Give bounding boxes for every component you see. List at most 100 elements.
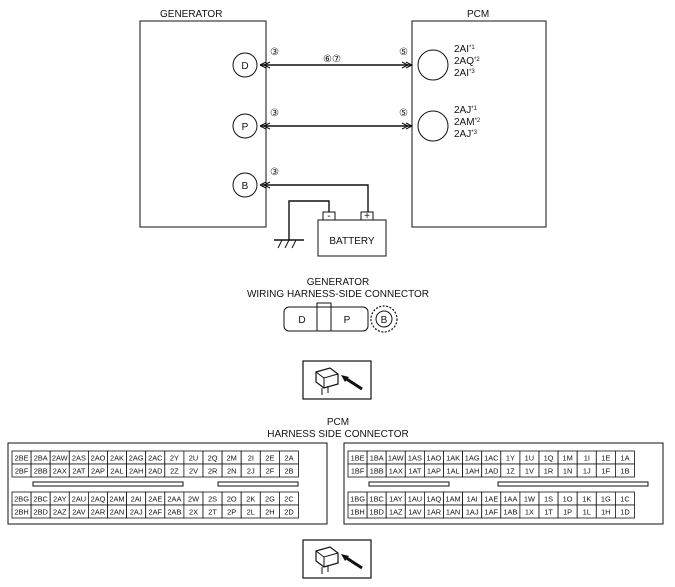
pcm-p-label-3: 2AJ (454, 129, 471, 140)
pin-label: 1D (620, 508, 629, 517)
pin-label: 2AY (53, 495, 66, 504)
pcm-p-note-3: *3 (471, 130, 477, 136)
pin-label: 1AG (465, 454, 480, 463)
pin-label: 1Y (506, 454, 515, 463)
pin-label: 2F (266, 467, 275, 476)
pin-label: 2H (265, 508, 274, 517)
ground-icon (277, 239, 297, 249)
pin-label: 1AC (484, 454, 499, 463)
pin-label: 2U (189, 454, 198, 463)
pin-label: 2AE (148, 495, 162, 504)
wire-battery-ground (288, 200, 330, 240)
pin-label: 2M (227, 454, 237, 463)
svg-text:2AM*2: 2AM*2 (454, 117, 481, 128)
pin-label: 2BA (34, 454, 48, 463)
pcm-p-label-1: 2AJ (454, 105, 471, 116)
pin-label: 2AK (110, 454, 124, 463)
generator-connector-pin-b: B (381, 315, 388, 326)
pin-label: 2E (265, 454, 274, 463)
generator-connector-title-2: WIRING HARNESS-SIDE CONNECTOR (247, 289, 429, 300)
pin-label: 1BB (370, 467, 384, 476)
pin-label: 1S (544, 495, 553, 504)
svg-text:2AI*1: 2AI*1 (454, 44, 475, 55)
connector-view-icon-lower (302, 539, 372, 579)
pin-label: 1AO (427, 454, 442, 463)
pin-label: 2AB (167, 508, 181, 517)
pin-label: 2AN (110, 508, 124, 517)
pin-label: 2AM (109, 495, 124, 504)
pcm-terminal-p (417, 110, 449, 142)
pin-label: 2AG (129, 454, 144, 463)
generator-circuit-d: ③ (270, 47, 279, 58)
pin-label: 2BH (14, 508, 28, 517)
pcm-body (411, 20, 547, 228)
pin-label: 2C (284, 495, 294, 504)
pin-label: 2BC (34, 495, 49, 504)
pin-label: 2AP (91, 467, 105, 476)
pin-label: 2W (188, 495, 199, 504)
pin-label: 1AS (408, 454, 422, 463)
pin-label: 1F (601, 467, 610, 476)
pin-label: 1O (563, 495, 573, 504)
pcm-p-note-2: *2 (475, 118, 481, 124)
pin-label: 2AS (72, 454, 86, 463)
pin-label: 1AY (389, 495, 402, 504)
pcm-circuit-d: ⑤ (399, 47, 408, 58)
generator-terminal-p-label: P (242, 122, 249, 133)
pin-label: 1AX (389, 467, 403, 476)
pin-label: 2AT (72, 467, 85, 476)
pcm-d-terminal-labels: 2AI*1 2AQ*2 2AI*3 (454, 44, 480, 79)
pin-label: 1AV (408, 508, 421, 517)
pin-label: 2P (227, 508, 236, 517)
pcm-d-note-1: *1 (469, 45, 475, 51)
pin-label: 1AI (467, 495, 478, 504)
pin-label: 2B (284, 467, 293, 476)
generator-terminal-d (232, 52, 258, 78)
generator-connector-latch (316, 302, 332, 332)
pin-label: 2Y (170, 454, 179, 463)
pcm-d-label-3: 2AI (454, 68, 469, 79)
pin-label: 1H (601, 508, 610, 517)
battery-minus-sign: - (327, 211, 330, 222)
pin-label: 1AB (503, 508, 517, 517)
pin-label: 2AZ (53, 508, 67, 517)
pin-label: 1AZ (389, 508, 403, 517)
battery-body (317, 219, 387, 257)
pin-label: 1AD (484, 467, 498, 476)
pin-label: 1AQ (427, 495, 442, 504)
pin-label: 1L (583, 508, 591, 517)
pin-label: 1AH (465, 467, 479, 476)
pcm-left-key-2 (217, 481, 299, 487)
wire-d-circuit-label: ⑥⑦ (323, 54, 341, 65)
pin-label: 2AH (129, 467, 143, 476)
pin-label: 2AR (91, 508, 105, 517)
pin-label: 1BG (350, 495, 365, 504)
pin-label: 2BF (15, 467, 29, 476)
pin-label: 1AL (447, 467, 460, 476)
pin-label: 1W (524, 495, 535, 504)
pcm-p-note-1: *1 (471, 106, 477, 112)
pin-label: 2D (284, 508, 293, 517)
generator-body (139, 20, 267, 228)
svg-text:2AJ*1: 2AJ*1 (454, 105, 478, 116)
pcm-d-label-1: 2AI (454, 44, 469, 55)
pin-label: 1A (620, 454, 629, 463)
pcm-title: PCM (467, 9, 489, 20)
pin-cell (278, 463, 299, 478)
generator-connector-pin-d: D (298, 315, 305, 326)
pcm-circuit-p: ⑤ (399, 108, 408, 119)
pin-label: 1R (544, 467, 553, 476)
pcm-d-label-2: 2AQ (454, 56, 474, 67)
pin-label: 1C (620, 495, 630, 504)
pin-cell (278, 504, 299, 519)
pin-label: 1P (563, 508, 572, 517)
pin-label: 2Q (208, 454, 218, 463)
pin-label: 2AV (72, 508, 85, 517)
pin-label: 2AU (72, 495, 86, 504)
pin-label: 2K (246, 495, 255, 504)
pin-label: 1BE (351, 454, 365, 463)
